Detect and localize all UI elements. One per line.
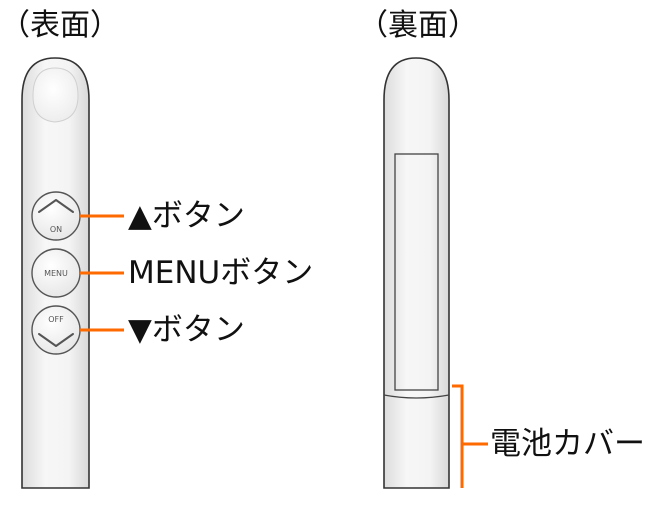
down-button-callout: ▼ボタン	[128, 312, 245, 348]
back-remote	[383, 57, 488, 489]
battery-cover-seam	[383, 394, 450, 399]
up-button[interactable]: ON	[31, 191, 81, 241]
up-button-face-label: ON	[50, 225, 62, 234]
battery-cover-bracket	[452, 384, 464, 488]
chevron-down-icon	[38, 333, 74, 347]
down-button[interactable]: OFF	[31, 305, 81, 355]
back-view-title: （裏面）	[358, 8, 478, 43]
menu-button[interactable]: MENU	[31, 248, 81, 298]
menu-button-callout: MENUボタン	[128, 255, 314, 291]
back-remote-body	[383, 57, 450, 489]
up-button-callout: ▲ボタン	[128, 198, 245, 234]
front-view-title: （表面）	[0, 8, 120, 43]
back-label-recess	[394, 153, 439, 391]
front-remote: ON MENU OFF	[21, 57, 124, 489]
down-button-face-label: OFF	[48, 315, 64, 324]
menu-button-face-label: MENU	[44, 269, 68, 278]
front-remote-sensor-window	[32, 67, 79, 123]
chevron-up-icon	[38, 199, 74, 213]
battery-cover-callout: 電池カバー	[490, 426, 645, 462]
